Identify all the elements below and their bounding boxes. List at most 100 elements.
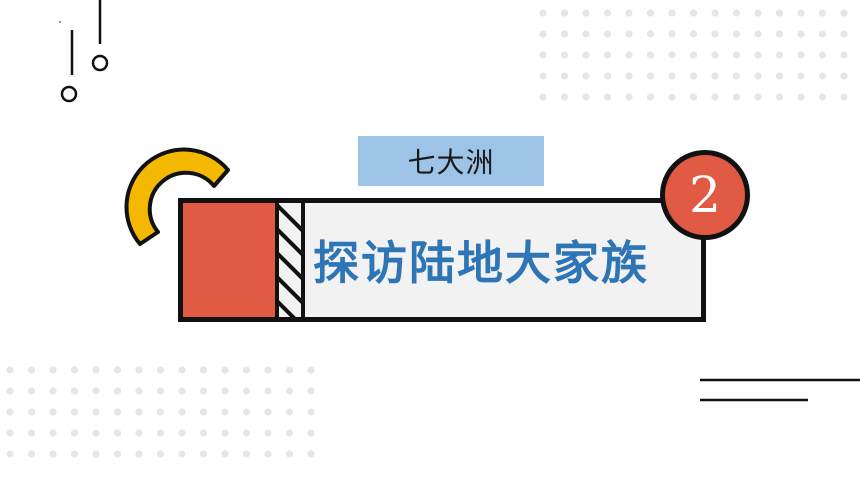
decor-dot <box>199 450 208 458</box>
decor-dot <box>754 30 762 38</box>
decor-dot <box>70 387 79 395</box>
decor-dot <box>625 72 633 80</box>
decor-dot <box>135 429 143 437</box>
decor-dot <box>307 366 315 374</box>
section-tag: 七大洲 <box>358 136 544 186</box>
decor-dot <box>560 30 569 38</box>
decor-dot <box>689 51 698 59</box>
decor-dot <box>797 51 805 59</box>
decor-dot <box>732 9 741 17</box>
decor-dot <box>560 51 569 59</box>
decor-dot <box>582 9 590 17</box>
decor-dot <box>560 9 569 17</box>
decor-dot <box>582 93 590 101</box>
decor-dot <box>221 387 229 395</box>
decor-dot <box>156 408 165 416</box>
decor-dot <box>178 450 186 458</box>
decor-dot <box>840 9 848 17</box>
decor-dot <box>135 408 143 416</box>
decor-dot <box>603 93 612 101</box>
decor-dot <box>539 51 547 59</box>
decor-dot <box>199 408 208 416</box>
decor-dot <box>625 9 633 17</box>
decor-dot <box>156 429 165 437</box>
decor-dot <box>560 72 569 80</box>
decor-dot <box>646 9 655 17</box>
title-panel: 探访陆地大家族 <box>178 198 706 322</box>
decor-dot <box>689 72 698 80</box>
decor-dot <box>646 93 655 101</box>
decor-dot <box>732 93 741 101</box>
decor-dot <box>27 450 36 458</box>
decor-dot <box>840 30 848 38</box>
decor-dot <box>797 9 805 17</box>
red-accent-block <box>183 203 279 317</box>
decor-dot <box>646 51 655 59</box>
decor-dot <box>221 450 229 458</box>
decor-dot <box>178 429 186 437</box>
decor-dot <box>199 366 208 374</box>
decor-dot <box>840 51 848 59</box>
decor-dot <box>818 51 827 59</box>
decor-dot <box>49 450 57 458</box>
decor-dot <box>582 51 590 59</box>
decor-dot <box>307 429 315 437</box>
decor-dot <box>539 9 547 17</box>
decor-dot <box>264 429 272 437</box>
decor-dot <box>689 93 698 101</box>
decor-dot <box>70 450 79 458</box>
decor-dot <box>732 72 741 80</box>
decor-dot <box>49 387 57 395</box>
decor-dot <box>797 30 805 38</box>
decor-dot <box>668 30 676 38</box>
decor-dot <box>49 408 57 416</box>
decor-dot <box>668 93 676 101</box>
decor-dot <box>242 366 251 374</box>
decor-dot <box>307 387 315 395</box>
decor-dot <box>27 387 36 395</box>
decor-dot <box>797 72 805 80</box>
decor-dot <box>242 387 251 395</box>
decor-dot <box>668 9 676 17</box>
decor-dot <box>539 93 547 101</box>
decor-dot <box>775 9 784 17</box>
decor-dot <box>70 366 79 374</box>
decor-dot <box>754 51 762 59</box>
decor-dot <box>135 366 143 374</box>
decor-dot <box>264 450 272 458</box>
decor-dot <box>178 408 186 416</box>
dot-grid-top-right <box>536 8 860 118</box>
decor-dot <box>625 51 633 59</box>
decor-dot <box>285 387 294 395</box>
decor-dot <box>113 366 122 374</box>
decor-dot <box>603 9 612 17</box>
decor-dot <box>6 366 14 374</box>
decor-dot <box>156 366 165 374</box>
decor-dot <box>539 30 547 38</box>
decor-dot <box>625 30 633 38</box>
decor-dot <box>113 450 122 458</box>
decor-dot <box>582 30 590 38</box>
decor-dot <box>135 450 143 458</box>
decor-dot <box>6 429 14 437</box>
decor-dot <box>113 429 122 437</box>
decor-dot <box>582 72 590 80</box>
dot-grid-bottom-left <box>0 362 330 484</box>
decor-dot <box>285 366 294 374</box>
decor-dot <box>27 429 36 437</box>
decor-dot <box>242 450 251 458</box>
section-number-badge: 2 <box>660 150 750 240</box>
decor-dot <box>732 30 741 38</box>
decor-dot <box>199 429 208 437</box>
decor-dot <box>92 366 100 374</box>
decor-dot <box>135 387 143 395</box>
decor-dot <box>92 429 100 437</box>
decor-dot <box>70 429 79 437</box>
decor-dot <box>711 72 719 80</box>
decor-dot <box>156 387 165 395</box>
decor-dot <box>307 408 315 416</box>
decor-dot <box>711 30 719 38</box>
decor-dot <box>818 30 827 38</box>
hatch-stripes <box>279 203 305 317</box>
decor-dot <box>754 72 762 80</box>
